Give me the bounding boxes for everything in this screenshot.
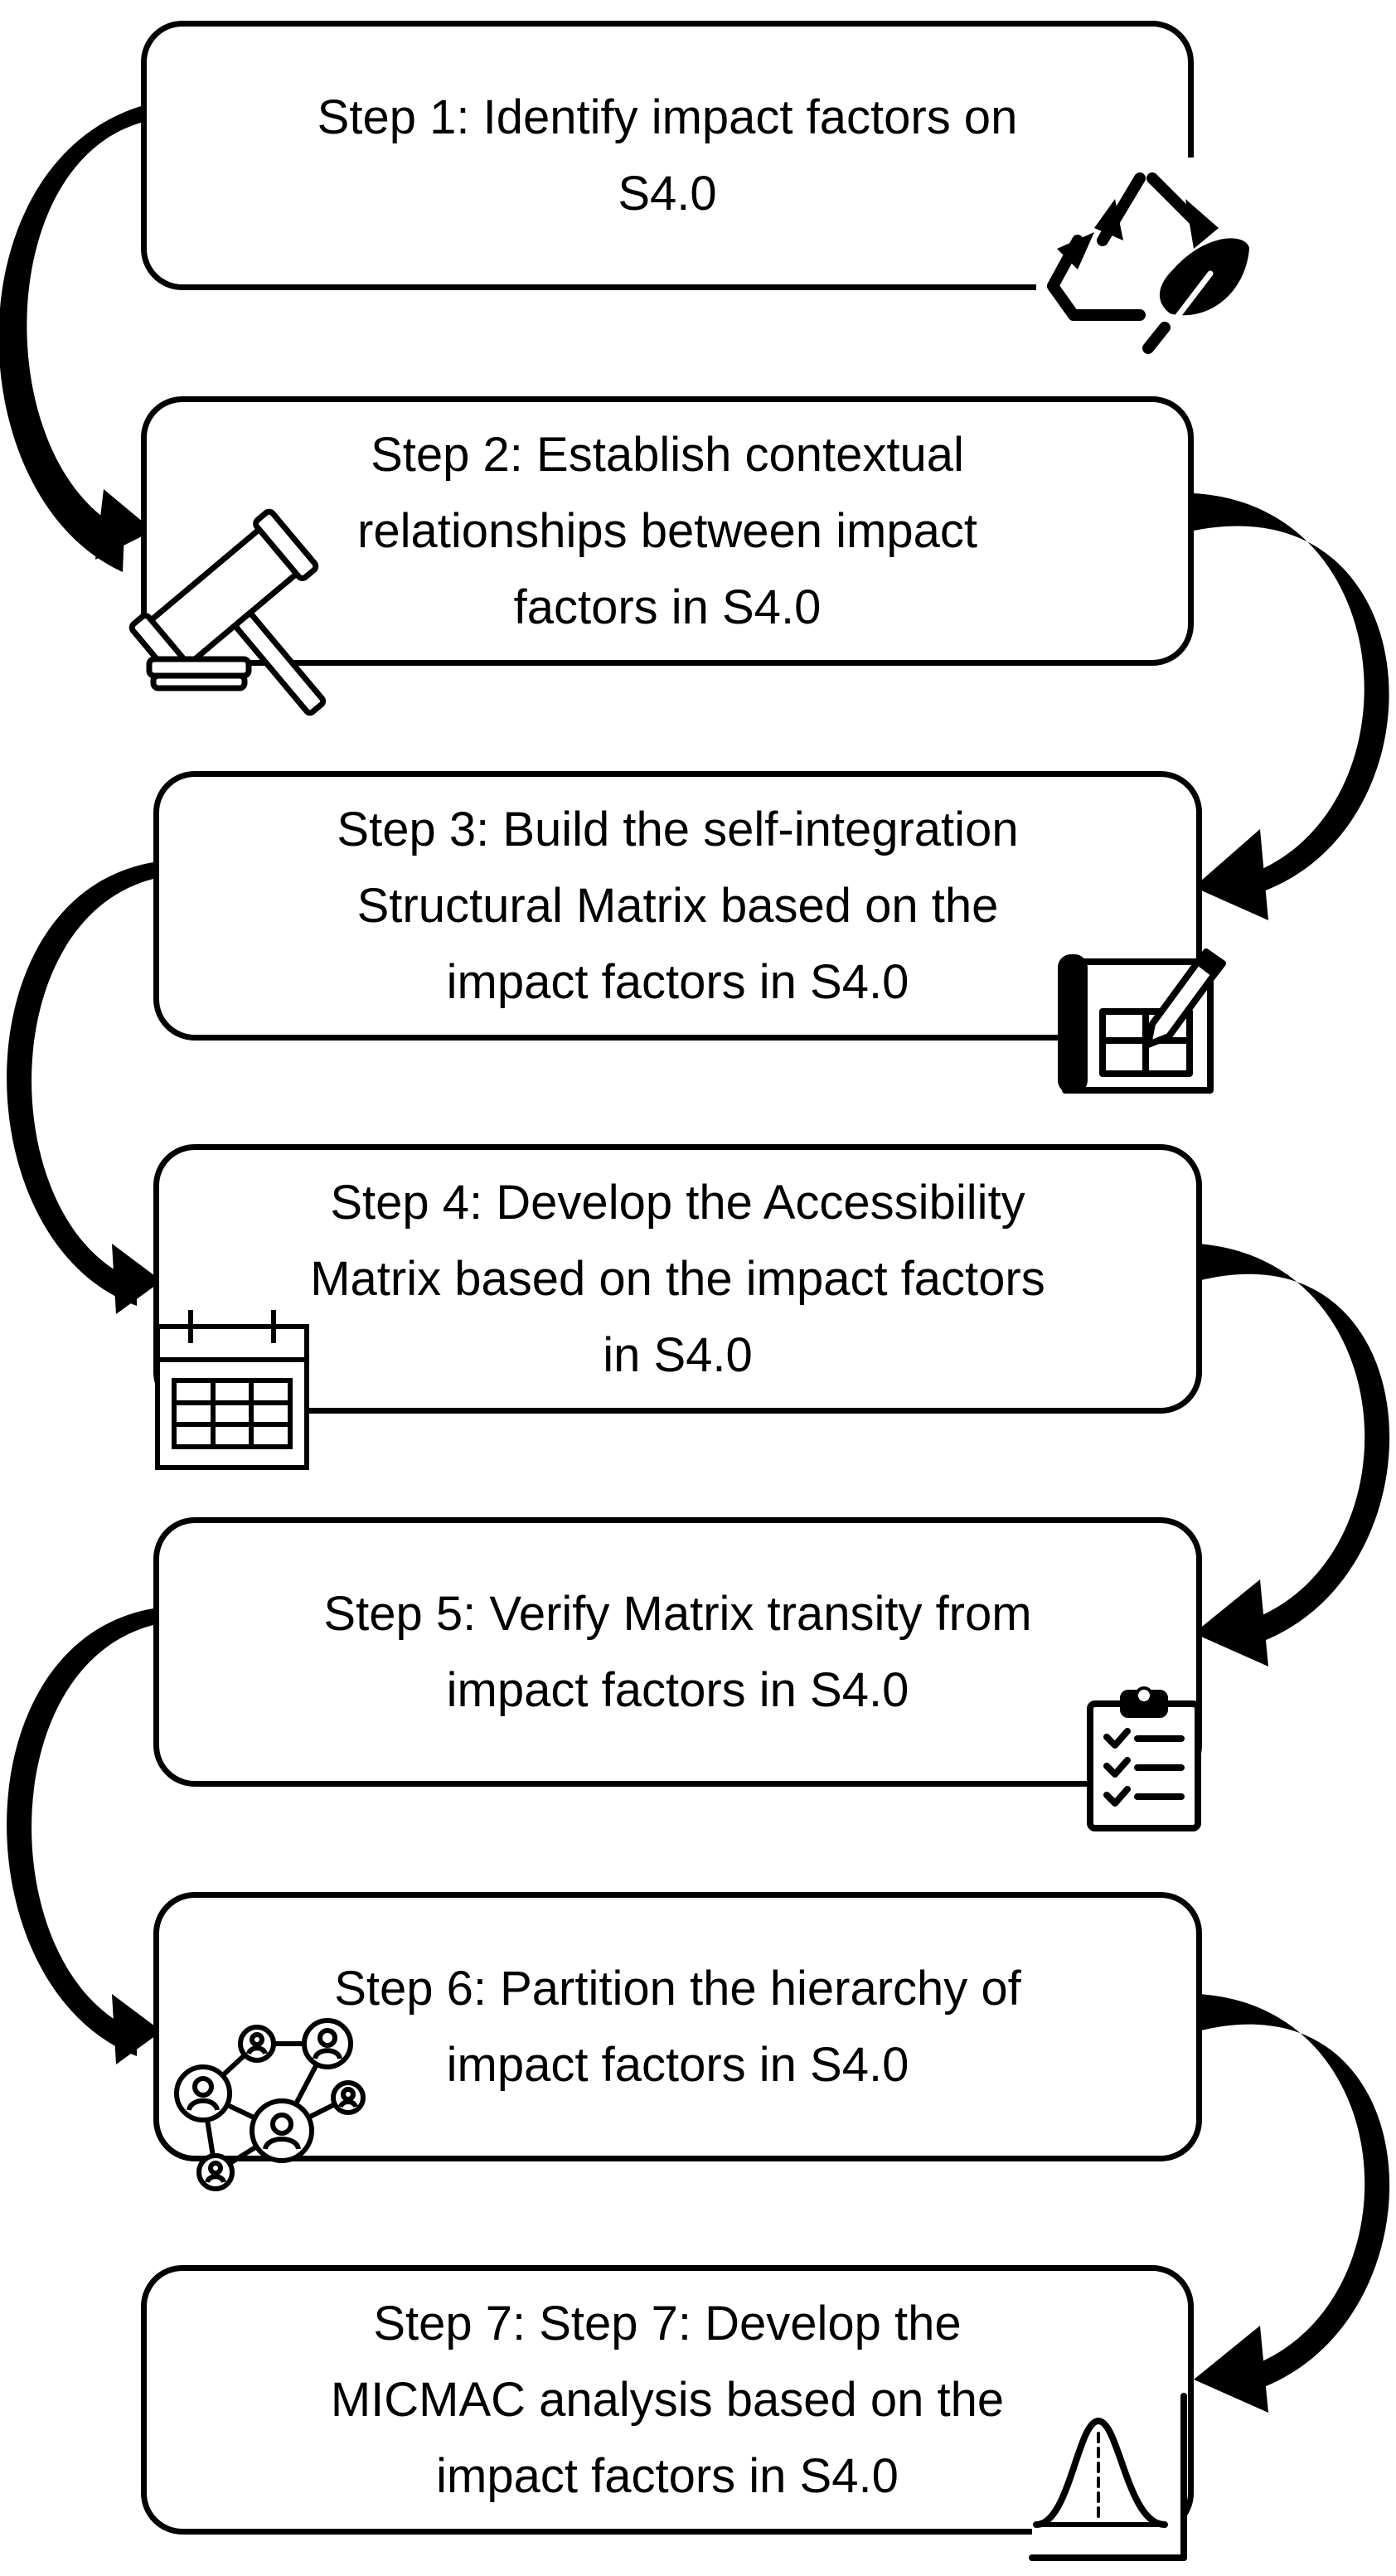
arrow-step-4-to-5: [1194, 1244, 1390, 1666]
step-text-3: Step 3: Build the self-integration Struc…: [337, 802, 1019, 1009]
step-box-7: Step 7: Step 7: Develop the MICMAC analy…: [141, 2265, 1194, 2535]
bell-curve-icon: [1029, 2393, 1187, 2561]
gavel-icon: [128, 508, 327, 716]
step-box-3: Step 3: Build the self-integration Struc…: [153, 771, 1202, 1041]
arrow-step-1-to-2: [0, 106, 153, 572]
arrow-step-2-to-3: [1194, 493, 1389, 920]
arrow-step-5-to-6: [7, 1608, 162, 2064]
step-text-2: Step 2: Establish contextual relationshi…: [357, 427, 977, 634]
arrow-step-6-to-7: [1194, 1994, 1390, 2413]
calendar-grid-icon: [155, 1310, 309, 1470]
step-text-6: Step 6: Partition the hierarchy of impac…: [334, 1961, 1021, 2092]
arrow-step-3-to-4: [7, 862, 162, 1314]
recycle-leaf-icon: [1036, 158, 1249, 357]
step-box-5: Step 5: Verify Matrix transity from impa…: [153, 1517, 1202, 1787]
step-box-4: Step 4: Develop the Accessibility Matrix…: [153, 1144, 1202, 1414]
clipboard-checklist-icon: [1087, 1686, 1201, 1831]
step-text-5: Step 5: Verify Matrix transity from impa…: [323, 1586, 1032, 1717]
step-text-4: Step 4: Develop the Accessibility Matrix…: [310, 1175, 1045, 1382]
step-box-6: Step 6: Partition the hierarchy of impac…: [153, 1892, 1202, 2161]
blueprint-pencil-icon: [1058, 948, 1226, 1094]
step-text-1: Step 1: Identify impact factors on S4.0: [317, 90, 1018, 221]
step-box-2: Step 2: Establish contextual relationshi…: [141, 396, 1194, 666]
network-people-icon: [174, 2018, 366, 2191]
step-text-7: Step 7: Step 7: Develop the MICMAC analy…: [330, 2296, 1005, 2503]
step-box-1: Step 1: Identify impact factors on S4.0: [141, 21, 1194, 290]
